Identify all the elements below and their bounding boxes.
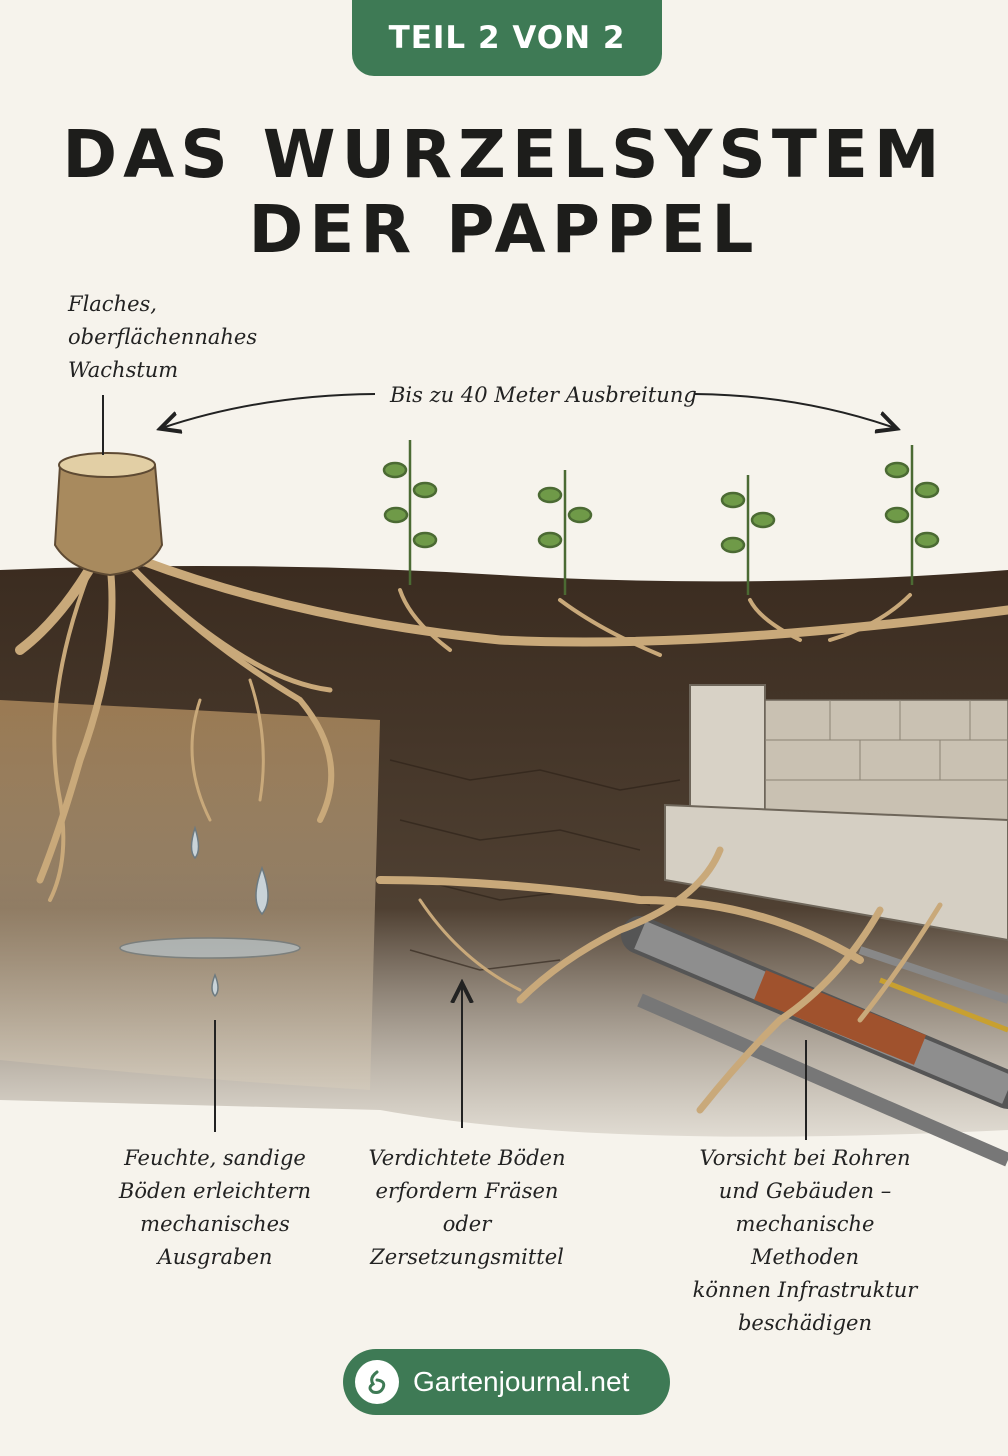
page-title-line2: DER PAPPEL [248, 191, 760, 268]
saplings [382, 440, 940, 595]
footer-brand-text: Gartenjournal.net [413, 1366, 630, 1397]
pipes [621, 916, 1008, 1167]
label-compacted-soil: Verdichtete Böden erfordern Fräsen oder … [368, 1146, 566, 1269]
page-title-line1: DAS WURZELSYSTEM [62, 116, 946, 193]
gartenjournal-logo-icon [355, 1360, 399, 1404]
part-badge: TEIL 2 VON 2 [352, 0, 662, 76]
water-droplets [119, 825, 301, 998]
leader-lines [102, 393, 895, 1140]
building-foundation [664, 684, 1008, 942]
label-infrastructure: Vorsicht bei Rohren und Gebäuden – mecha… [692, 1146, 918, 1335]
sandy-soil-zone [0, 700, 380, 1090]
footer-brand-pill[interactable]: Gartenjournal.net [343, 1349, 670, 1415]
label-shallow-growth: Flaches, oberflächennahes Wachstum [68, 292, 258, 382]
label-sandy-soil: Feuchte, sandige Böden erleichtern mecha… [118, 1146, 312, 1269]
tree-stump [53, 452, 164, 577]
roots [15, 555, 1008, 1114]
label-spread: Bis zu 40 Meter Ausbreitung [390, 383, 697, 407]
